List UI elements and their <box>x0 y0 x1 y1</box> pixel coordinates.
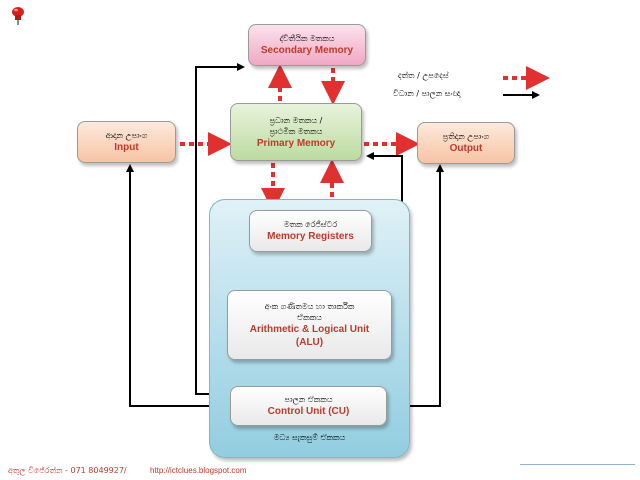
memory-registers-label-si: මතක රෙජිස්ටර <box>283 220 338 229</box>
primary-memory-label-si-2: ප්‍රාථමික මතකය <box>269 126 323 136</box>
alu-label-en-1: Arithmetic & Logical Unit <box>249 324 370 335</box>
primary-memory-label-en: Primary Memory <box>256 137 336 149</box>
legend-data-flow: දත්ත / උපදෙස් <box>398 71 449 80</box>
output-label-en: Output <box>449 143 483 154</box>
input-box: ආදාන උපාංග Input <box>77 121 176 163</box>
secondary-memory-box: ද්විතීයික මතකය Secondary Memory <box>248 24 366 66</box>
control-unit-box: පාලන ඒකකය Control Unit (CU) <box>230 386 387 426</box>
footer-author: අතුල විජේරත්න - 071 8049927/ <box>8 466 127 475</box>
legend-control-signal: විධාන / පාලන සංඥා <box>393 89 461 98</box>
primary-memory-label-si-1: ප්‍රධාන මතකය / <box>269 115 323 125</box>
pushpin-icon <box>12 7 24 25</box>
primary-memory-box: ප්‍රධාන මතකය / ප්‍රාථමික මතකය Primary Me… <box>230 103 362 161</box>
footer-url[interactable]: http://ictclues.blogspot.com <box>150 466 247 475</box>
control-unit-label-en: Control Unit (CU) <box>267 406 350 417</box>
input-label-en: Input <box>114 142 139 153</box>
cpu-label: මධ්‍ය සැකසුම් ඒකකය <box>273 433 346 442</box>
arrow-cu-to-input <box>126 164 230 407</box>
alu-label-si-2: ඒකකය <box>297 313 322 322</box>
footer-divider <box>520 464 635 465</box>
memory-registers-box: මතක රෙජිස්ටර Memory Registers <box>249 210 372 252</box>
secondary-memory-label-en: Secondary Memory <box>260 45 354 56</box>
memory-registers-label-en: Memory Registers <box>267 231 354 242</box>
alu-box: අංක ගණිතමය හා තාර්කික ඒකකය Arithmetic & … <box>227 290 392 360</box>
output-box: ප්‍රතිදාන උපාංග Output <box>417 122 515 164</box>
output-label-si: ප්‍රතිදාන උපාංග <box>442 132 490 141</box>
alu-label-en-2: (ALU) <box>295 337 324 348</box>
control-unit-label-si: පාලන ඒකකය <box>284 395 333 404</box>
alu-label-si-1: අංක ගණිතමය හා තාර්කික <box>264 302 355 311</box>
input-label-si: ආදාන උපාංග <box>105 131 148 140</box>
secondary-memory-label-si: ද්විතීයික මතකය <box>279 34 335 43</box>
